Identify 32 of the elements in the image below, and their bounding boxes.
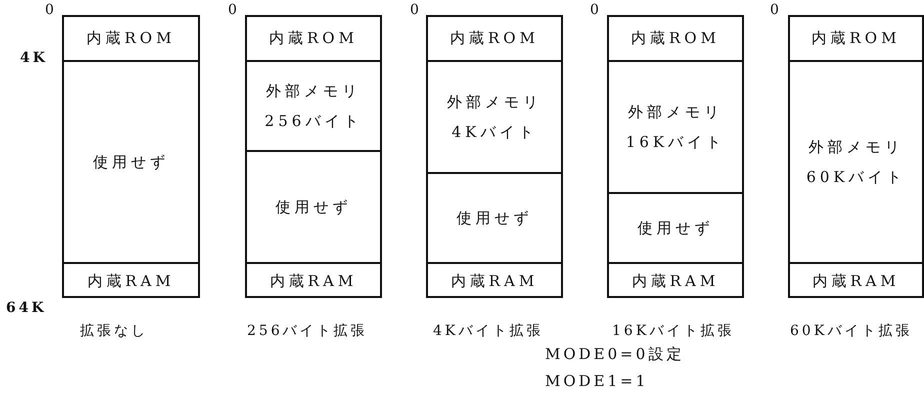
region-label: 外部メモリ 16Kバイト: [624, 102, 726, 153]
caption: 256バイト拡張: [247, 322, 368, 340]
address-label: 0: [770, 2, 782, 18]
region-label: 内蔵RAM: [270, 271, 358, 292]
caption: 拡張なし: [80, 322, 148, 340]
region-label: 使用せず: [638, 218, 714, 239]
region-label: 内蔵ROM: [269, 28, 358, 48]
caption: 60Kバイト拡張: [790, 322, 912, 340]
caption: 4Kバイト拡張: [433, 322, 544, 340]
address-label: 0: [228, 2, 240, 18]
address-label: 4K: [20, 50, 48, 66]
region-label: 内蔵RAM: [450, 271, 538, 292]
address-label: 0: [410, 2, 422, 18]
region-label: 外部メモリ 4Kバイト: [446, 92, 543, 143]
region-label: 内蔵RAM: [812, 271, 900, 292]
region-label: 使用せず: [276, 197, 352, 218]
note: MODE0=0設定: [545, 345, 684, 364]
region-label: 内蔵ROM: [450, 28, 539, 48]
region-label: 内蔵ROM: [86, 28, 176, 48]
address-label: 64K: [6, 300, 47, 316]
address-label: 0: [590, 2, 602, 18]
region-label: 内蔵RAM: [87, 271, 175, 292]
region-label: 使用せず: [456, 208, 532, 229]
caption: 16Kバイト拡張: [612, 322, 734, 340]
region-label: 使用せず: [93, 152, 169, 173]
address-label: 0: [45, 2, 57, 18]
region-label: 内蔵RAM: [632, 271, 720, 292]
note: MODE1=1: [545, 372, 648, 390]
region-label: 外部メモリ 60Kバイト: [805, 137, 907, 188]
region-label: 内蔵ROM: [812, 28, 900, 48]
region-label: 内蔵ROM: [631, 28, 720, 48]
region-label: 外部メモリ 256バイト: [264, 81, 364, 132]
